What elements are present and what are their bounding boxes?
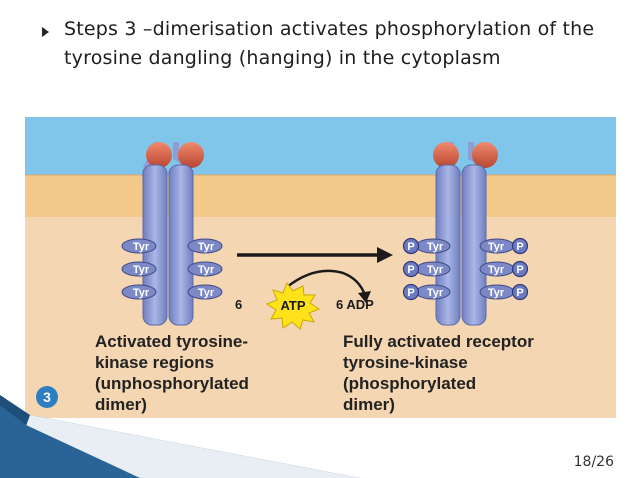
tyr-label: Tyr xyxy=(133,241,150,253)
phosphate-label: P xyxy=(516,241,523,253)
ligand xyxy=(472,142,498,168)
bullet-arrow-icon xyxy=(42,27,49,37)
tyr-label: Tyr xyxy=(198,241,215,253)
ligand xyxy=(146,142,172,168)
phosphate-label: P xyxy=(407,241,414,253)
atp-label: ATP xyxy=(280,298,305,313)
phosphate-label: P xyxy=(407,287,414,299)
ligand xyxy=(178,142,204,168)
tyr-label: Tyr xyxy=(427,287,444,299)
tyr-label: Tyr xyxy=(198,287,215,299)
right-caption-line: dimer) xyxy=(343,395,395,414)
adp-label: 6 ADP xyxy=(336,297,374,312)
tyr-label: Tyr xyxy=(198,264,215,276)
left-caption-line: Activated tyrosine- xyxy=(95,332,248,351)
phosphate-label: P xyxy=(407,264,414,276)
phosphate-label: P xyxy=(516,287,523,299)
tyr-label: Tyr xyxy=(427,241,444,253)
tyr-label: Tyr xyxy=(488,287,505,299)
left-caption-line: kinase regions xyxy=(95,353,214,372)
decorative-wedge xyxy=(0,395,360,478)
right-caption-line: tyrosine-kinase xyxy=(343,353,468,372)
bullet-text: Steps 3 –dimerisation activates phosphor… xyxy=(64,18,595,69)
tyr-label: Tyr xyxy=(488,241,505,253)
right-caption-line: (phosphorylated xyxy=(343,374,476,393)
tyr-label: Tyr xyxy=(133,287,150,299)
tyr-label: Tyr xyxy=(427,264,444,276)
left-caption-line: (unphosphorylated xyxy=(95,374,249,393)
cell-membrane xyxy=(25,175,616,217)
left-caption-line: dimer) xyxy=(95,395,147,414)
step-number: 3 xyxy=(43,389,51,405)
right-receptor-dimer xyxy=(433,142,498,326)
tyr-label: Tyr xyxy=(488,264,505,276)
slide-number: 18/26 xyxy=(573,454,614,470)
extracellular-space xyxy=(25,117,616,175)
step-badge xyxy=(36,386,58,408)
tyr-label: Tyr xyxy=(133,264,150,276)
phosphate-label: P xyxy=(516,264,523,276)
right-caption-line: Fully activated receptor xyxy=(343,332,534,351)
ligand xyxy=(433,142,459,168)
atp-count: 6 xyxy=(235,297,242,312)
atp-starburst-icon xyxy=(265,281,321,330)
reaction-arrow xyxy=(237,247,393,303)
receptor-dimerisation-figure: Tyr Tyr Tyr Tyr Tyr Tyr Tyr Tyr Tyr Tyr … xyxy=(25,117,616,418)
